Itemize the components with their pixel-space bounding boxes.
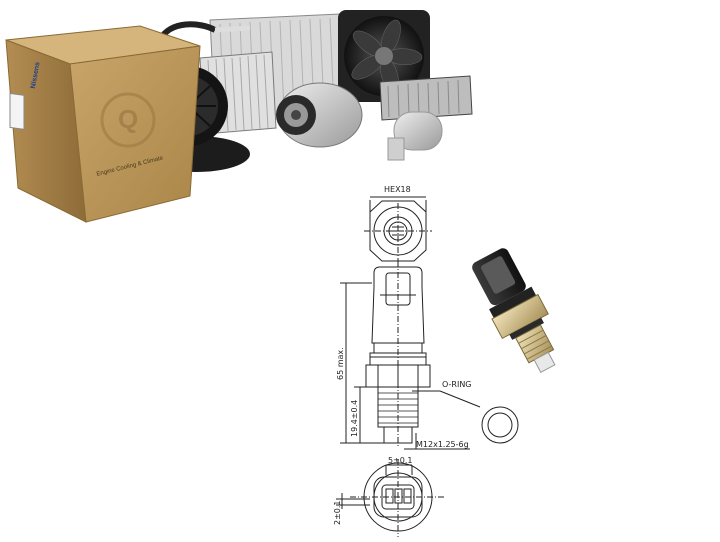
oring-label: O-RING bbox=[442, 380, 472, 389]
side-view-sensor bbox=[340, 261, 519, 450]
ac-compressor-image bbox=[276, 82, 363, 148]
pin-gap-label: 2±0.1 bbox=[333, 500, 342, 525]
heater-core-image bbox=[379, 75, 473, 121]
thread-length-label: 19.4±0.4 bbox=[350, 400, 359, 437]
hex-label: HEX18 bbox=[384, 185, 411, 194]
thread-label: M12x1.25-6g bbox=[416, 440, 469, 449]
nissens-box-image bbox=[5, 25, 201, 223]
pin-width-label: 5±0.1 bbox=[388, 456, 413, 465]
sensor-technical-drawing: HEX18 65 max. 19.4±0.4 O-RING M12x1.25-6… bbox=[333, 185, 519, 537]
top-view-hex bbox=[364, 196, 432, 265]
length-label: 65 max. bbox=[336, 347, 345, 380]
receiver-drier-image bbox=[387, 111, 443, 161]
bottom-view-connector bbox=[336, 459, 446, 537]
nissens-box-badge: Q bbox=[118, 104, 139, 134]
pressure-sensor-photo bbox=[472, 248, 556, 373]
product-collage bbox=[5, 10, 473, 223]
